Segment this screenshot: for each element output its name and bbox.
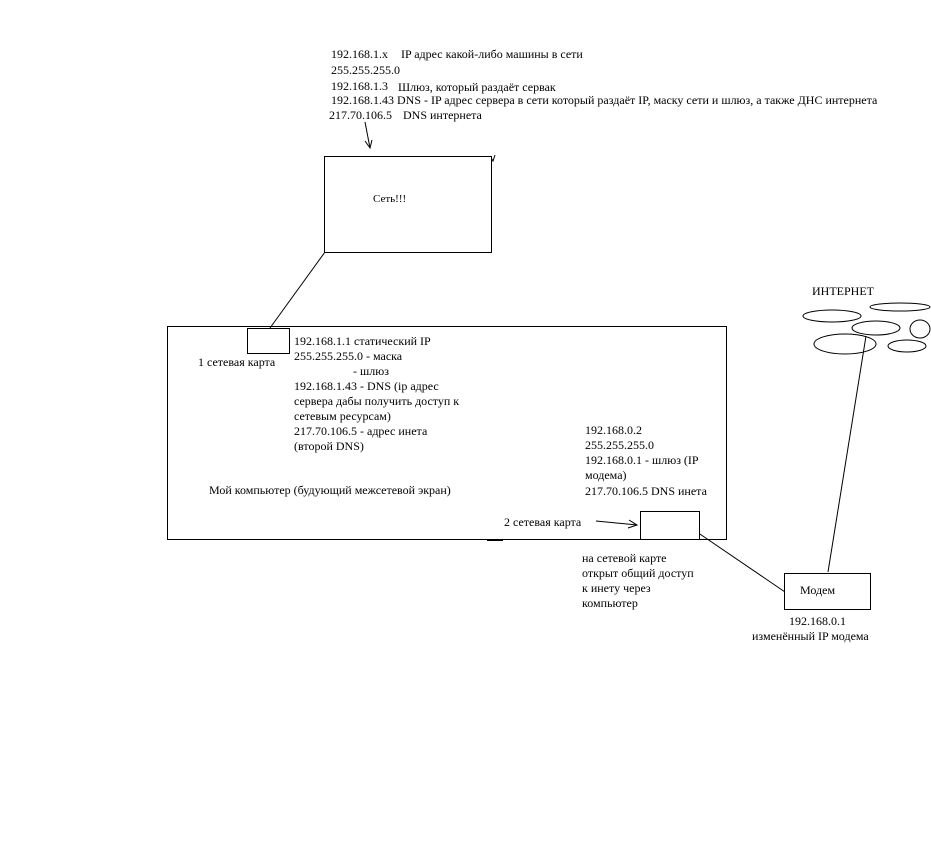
network-box: Сеть!!! [324, 156, 492, 253]
card2-mask: 255.255.255.0 [585, 438, 654, 452]
card1-dns2-desc: (второй DNS) [294, 439, 364, 453]
card2-arrow-head [627, 519, 639, 529]
network-card-1-label: 1 сетевая карта [198, 355, 276, 369]
network-to-card1-line [269, 251, 326, 329]
computer-box [167, 326, 727, 540]
card1-ip: 192.168.1.1 статический IP [294, 334, 431, 348]
cloud-ellipse [851, 320, 901, 336]
card2-note-line: на сетевой карте [582, 551, 667, 565]
note-machine-ip-desc: IP адрес какой-либо машины в сети [401, 47, 583, 61]
network-card-2 [640, 511, 700, 540]
cloud-ellipse [813, 333, 877, 355]
note-gateway-ip: 192.168.1.3 [331, 79, 388, 93]
note-mask: 255.255.255.0 [331, 63, 400, 77]
internet-clouds [802, 302, 931, 355]
note-gateway-desc: Шлюз, который раздаёт сервак [398, 80, 556, 94]
cloud-ellipse [802, 309, 862, 323]
card2-gateway: 192.168.0.1 - шлюз (IP [585, 453, 699, 467]
network-card-2-label: 2 сетевая карта [504, 515, 582, 529]
card2-dns: 217.70.106.5 DNS инета [585, 484, 707, 498]
card2-ip: 192.168.0.2 [585, 423, 642, 437]
modem-to-internet-line [827, 335, 867, 573]
notes-arrow-head [364, 139, 373, 150]
note-dns-internet-ip: 217.70.106.5 [329, 108, 392, 122]
card1-mask: 255.255.255.0 - маска [294, 349, 403, 363]
network-box-label: Сеть!!! [373, 193, 407, 205]
modem-ip: 192.168.0.1 [789, 614, 846, 628]
card1-dns2: 217.70.106.5 - адрес инета [294, 424, 428, 438]
modem-box: Модем [784, 573, 871, 610]
card1-dns: 192.168.1.43 - DNS (ip адрес [294, 379, 439, 393]
cloud-ellipse [887, 339, 927, 353]
notes-arrow [364, 121, 371, 149]
card1-dns-desc-2: сетевым ресурсам) [294, 409, 391, 423]
network-card-1 [247, 328, 290, 354]
note-machine-ip: 192.168.1.x [331, 47, 388, 61]
modem-ip-note: изменённый IP модема [752, 629, 869, 643]
internet-label: ИНТЕРНЕТ [812, 284, 874, 298]
card2-to-modem-line [693, 529, 786, 593]
card2-label-arrow [595, 520, 638, 526]
modem-label: Модем [800, 583, 836, 597]
cloud-ellipse [869, 302, 931, 312]
note-dns-server: 192.168.1.43 DNS - IP адрес сервера в се… [331, 93, 878, 107]
cloud-ellipse [909, 319, 931, 339]
card1-gateway: - шлюз [353, 364, 389, 378]
note-dns-internet-desc: DNS интернета [403, 108, 482, 122]
card1-dns-desc: сервера дабы получить доступ к [294, 394, 460, 408]
card2-gateway-desc: модема) [585, 468, 627, 482]
card2-note-line: компьютер [582, 596, 638, 610]
card2-note-line: открыт общий доступ [582, 566, 694, 580]
card2-note-line: к инету через [582, 581, 651, 595]
computer-label: Мой компьютер (будующий межсетевой экран… [209, 483, 451, 497]
